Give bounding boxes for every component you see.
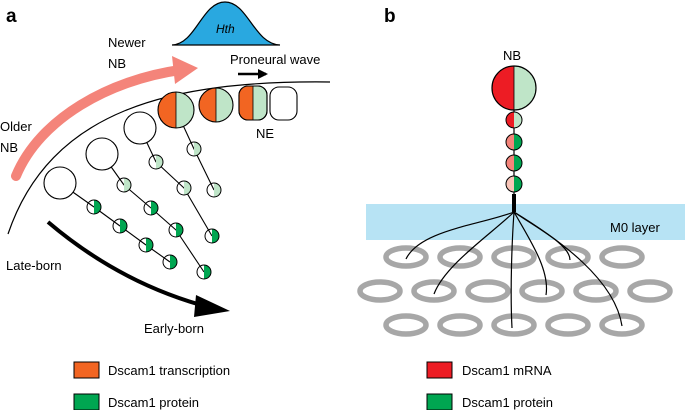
legend-label-mrna: Dscam1 mRNA xyxy=(462,363,552,378)
axon-fibers xyxy=(405,211,623,329)
progeny-cell xyxy=(204,228,220,244)
ne-label: NE xyxy=(256,126,274,141)
legend-swatch-transcription xyxy=(73,361,100,379)
legend-b: Dscam1 mRNA Dscam1 protein xyxy=(426,361,553,410)
progeny-cell xyxy=(168,222,184,238)
nb-cell-dscam xyxy=(198,87,234,123)
cells xyxy=(43,85,298,200)
newer-nb-label-2: NB xyxy=(108,56,126,71)
hth-curve xyxy=(171,1,281,46)
legend-swatch-protein-b xyxy=(426,393,453,410)
legend-label-protein-b: Dscam1 protein xyxy=(462,395,553,410)
ne-cell xyxy=(269,86,298,121)
nb-cell-mrna xyxy=(491,65,537,111)
birth-order-arrow-head xyxy=(194,295,230,317)
progeny-cell xyxy=(196,264,212,280)
panel-b: b M0 layer xyxy=(357,6,685,410)
panel-a: a Hth Newer NB Older NB Proneural wave N… xyxy=(0,1,331,410)
progeny-stack xyxy=(505,111,523,193)
legend-label-protein-a: Dscam1 protein xyxy=(108,395,199,410)
progeny-cell-mrna xyxy=(505,154,523,172)
progeny-cells xyxy=(86,141,222,280)
progeny-cell xyxy=(112,218,128,234)
late-born-label: Late-born xyxy=(6,258,62,273)
panel-b-letter: b xyxy=(384,6,396,27)
ne-cell-dscam xyxy=(238,85,268,121)
column-rings xyxy=(357,245,673,337)
panel-a-letter: a xyxy=(6,6,17,27)
progeny-cell xyxy=(138,237,154,253)
birth-order-arrow-shaft xyxy=(46,220,213,310)
progeny-cell xyxy=(162,254,178,270)
progeny-cell xyxy=(116,177,132,193)
progeny-cell xyxy=(86,199,102,215)
proneural-wave-label: Proneural wave xyxy=(230,52,320,67)
nb-cell xyxy=(43,166,77,200)
nb-cell xyxy=(123,111,157,145)
progeny-cell-mrna xyxy=(505,133,523,151)
legend-swatch-mrna xyxy=(426,361,453,379)
hth-label: Hth xyxy=(216,22,235,36)
early-born-label: Early-born xyxy=(144,321,204,336)
older-nb-label-1: Older xyxy=(0,119,32,134)
m0-layer-band xyxy=(366,204,685,240)
progeny-cell-mrna xyxy=(505,111,523,129)
m0-layer-label: M0 layer xyxy=(610,220,661,235)
progeny-cell xyxy=(148,154,164,170)
wave-arrow-head xyxy=(172,56,198,84)
wave-arrow-shaft xyxy=(11,65,185,181)
nb-label: NB xyxy=(503,48,521,63)
legend-a: Dscam1 transcription Dscam1 protein xyxy=(73,361,230,410)
progeny-cell xyxy=(143,200,159,216)
older-nb-label-2: NB xyxy=(0,140,18,155)
nb-cell xyxy=(85,137,119,171)
progeny-cell-mrna xyxy=(505,175,523,193)
newer-nb-label-1: Newer xyxy=(108,35,146,50)
progeny-cell xyxy=(206,182,222,198)
tissue-boundary xyxy=(7,81,331,235)
progeny-cell xyxy=(176,180,192,196)
legend-label-transcription: Dscam1 transcription xyxy=(108,363,230,378)
nb-cell-dscam xyxy=(157,91,195,129)
legend-swatch-protein-a xyxy=(73,393,100,410)
progeny-cell xyxy=(186,141,202,157)
